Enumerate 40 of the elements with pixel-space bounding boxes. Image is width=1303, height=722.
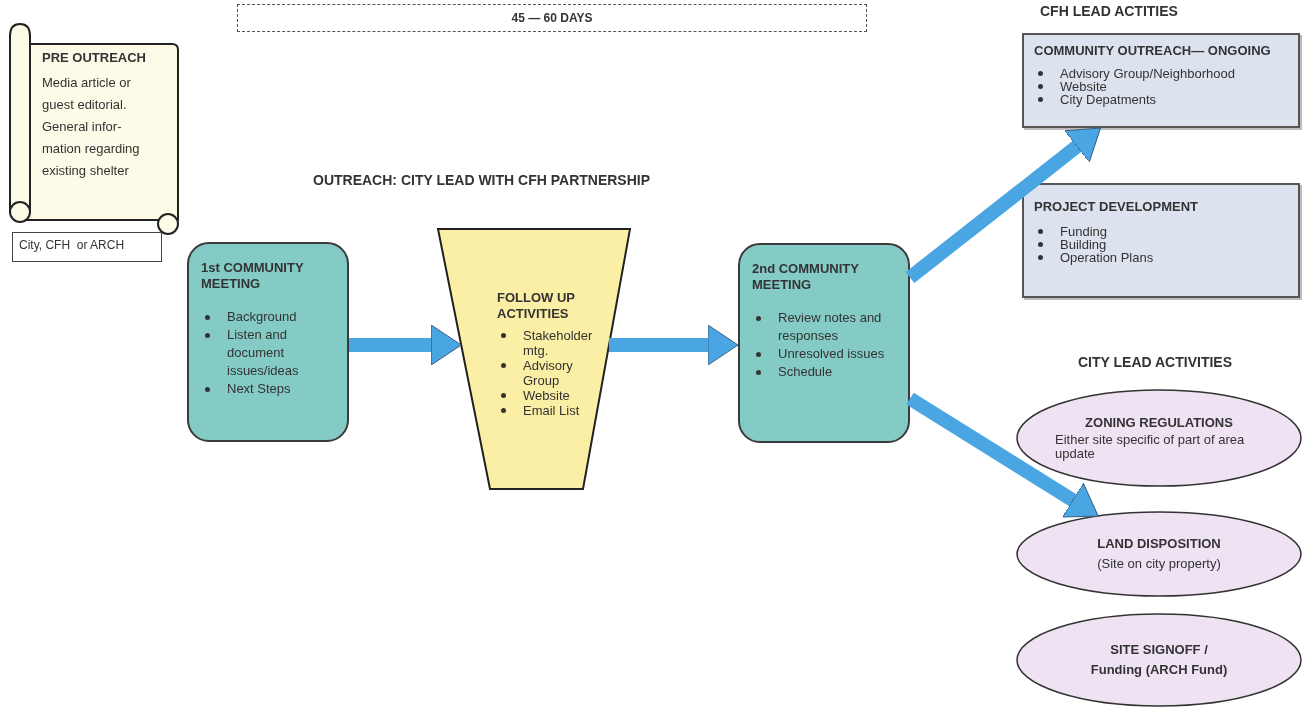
node-title: ZONING REGULATIONS (1085, 415, 1233, 431)
activity-box (1022, 33, 1300, 128)
node-title: SITE SIGNOFF / (1110, 642, 1208, 658)
node-text: Funding (ARCH Fund) (1090, 662, 1228, 678)
node-title: FOLLOW UP ACTIVITIES (497, 290, 576, 322)
bullet-text: Unresolved issues (778, 345, 886, 363)
node-text: Either site specific of part of area update (1055, 433, 1246, 461)
bullet-text: Funding (1060, 225, 1107, 238)
bullet-text: City Depatments (1060, 93, 1157, 106)
bullet-text: Background (227, 308, 298, 326)
bullet-text: Review notes and responses (778, 309, 883, 345)
section-heading: CFH LEAD ACTITIES (1040, 3, 1178, 19)
section-heading: OUTREACH: CITY LEAD WITH CFH PARTNERSHIP (313, 172, 651, 188)
bullet-text: Advisory Group/Neighborhood (1060, 67, 1235, 80)
bullet-text: Email List (523, 403, 581, 418)
bullet-text: Listen and document issues/ideas (227, 326, 300, 380)
node-title: 2nd COMMUNITY MEETING (752, 261, 860, 293)
activity-box (1022, 183, 1300, 298)
process-box (187, 242, 349, 442)
box-text: 45 — 60 DAYS (511, 11, 593, 25)
bullet-text: Next Steps (227, 380, 292, 398)
timeframe-box (237, 4, 867, 32)
node-title: COMMUNITY OUTREACH— ONGOING (1034, 43, 1272, 59)
bullet-text: Schedule (778, 363, 834, 381)
node-text: Media article or guest editorial. General infor- mation regarding existing shelter (42, 74, 141, 180)
section-heading: CITY LEAD ACTIVITIES (1078, 354, 1232, 370)
bullet-text: Operation Plans (1060, 251, 1154, 264)
bullet-text: Advisory Group (523, 358, 574, 388)
process-box (738, 243, 910, 443)
node-title: LAND DISPOSITION (1097, 536, 1221, 552)
text-box (12, 232, 162, 262)
bullet-text: Stakeholder mtg. (523, 328, 594, 358)
node-title: 1st COMMUNITY MEETING (201, 260, 305, 292)
node-title: PRE OUTREACH (42, 50, 147, 66)
node-text: (Site on city property) (1097, 556, 1221, 572)
bullet-text: Building (1060, 238, 1107, 251)
box-text: City, CFH or ARCH (19, 238, 126, 252)
bullet-text: Website (1060, 80, 1107, 93)
node-title: PROJECT DEVELOPMENT (1034, 199, 1199, 215)
bullet-text: Website (523, 388, 571, 403)
